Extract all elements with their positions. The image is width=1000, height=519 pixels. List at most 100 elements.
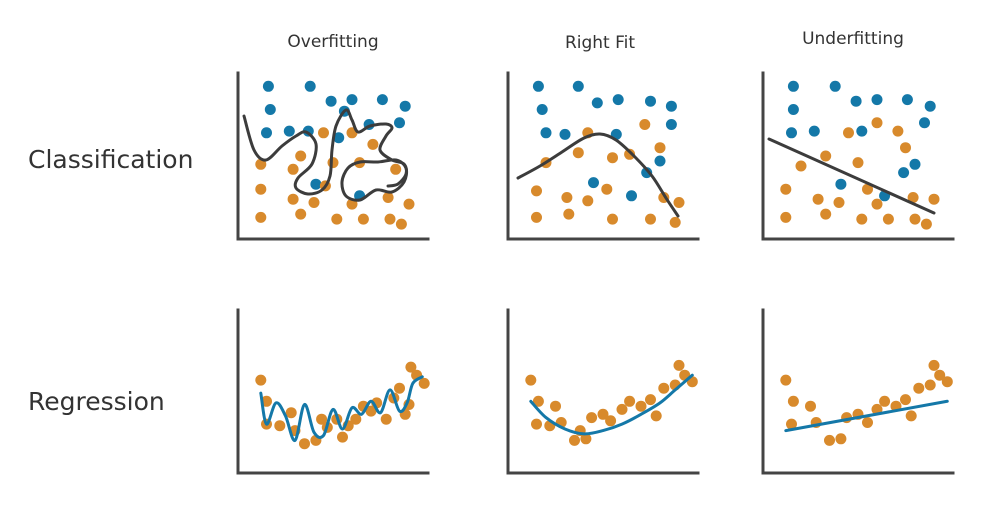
axes-classification-underfitting (761, 71, 955, 241)
orange-point (892, 125, 904, 137)
orange-point (607, 152, 618, 164)
orange-point (308, 197, 320, 208)
data-point (805, 400, 816, 412)
orange-point (871, 198, 883, 210)
axes-regression-right-fit (506, 308, 700, 475)
blue-point (325, 95, 337, 107)
blue-point (261, 127, 272, 139)
data-point (350, 413, 362, 425)
column-title-underfitting: Underfitting (802, 29, 904, 49)
row-title-regression: Regression (28, 387, 165, 416)
data-point (913, 382, 925, 394)
row-title-classification: Classification (28, 145, 193, 174)
blue-point (310, 178, 322, 190)
decision-boundary (516, 132, 680, 218)
blue-point (540, 127, 552, 139)
blue-point (856, 125, 868, 137)
data-point (928, 359, 940, 371)
orange-point (669, 216, 681, 228)
data-point (380, 413, 392, 425)
data-point (337, 431, 348, 443)
blue-point (262, 80, 274, 92)
orange-point (780, 211, 792, 223)
orange-point (780, 183, 792, 195)
blue-point (898, 167, 910, 179)
orange-point (287, 163, 299, 175)
orange-point (295, 208, 307, 220)
data-point (645, 394, 656, 406)
blue-point (835, 178, 847, 190)
column-title-overfitting: Overfitting (287, 32, 378, 52)
orange-point (582, 195, 594, 207)
decision-boundary (340, 158, 409, 202)
panel-regression-underfitting (761, 308, 955, 475)
orange-point (382, 192, 394, 203)
orange-point (882, 213, 894, 225)
axes-classification-right-fit (506, 71, 700, 241)
orange-point (843, 127, 854, 139)
blue-point (346, 94, 358, 106)
data-point (531, 418, 542, 430)
blue-point (808, 125, 820, 137)
orange-point (255, 183, 267, 195)
orange-point (795, 160, 807, 172)
data-point (650, 410, 662, 422)
orange-point (856, 213, 868, 225)
data-point (316, 413, 328, 425)
blue-point (665, 100, 677, 112)
blue-point (304, 80, 316, 92)
regression-fit-line (784, 399, 949, 433)
blue-point (787, 80, 799, 92)
data-point (394, 382, 405, 394)
orange-point (871, 117, 883, 129)
blue-point (829, 80, 841, 92)
orange-point (331, 213, 343, 225)
data-point (658, 382, 670, 394)
data-point (624, 395, 636, 407)
data-point (780, 374, 792, 386)
panels-group (236, 71, 955, 475)
orange-point (255, 158, 267, 170)
orange-point (907, 192, 919, 203)
orange-point (255, 211, 267, 223)
data-point (900, 394, 911, 406)
data-point (569, 434, 580, 446)
orange-point (561, 192, 573, 203)
orange-point (563, 208, 575, 220)
data-point (365, 405, 377, 417)
data-point (532, 395, 544, 407)
blue-point (919, 117, 930, 129)
blue-point (641, 167, 653, 179)
blue-point (901, 94, 913, 106)
data-point (905, 410, 917, 422)
data-point (580, 433, 592, 445)
data-point (673, 359, 685, 371)
orange-point (639, 119, 651, 130)
orange-point (820, 150, 832, 162)
blue-point (850, 95, 862, 107)
orange-point (572, 147, 584, 159)
blue-point (536, 104, 548, 115)
orange-point (645, 213, 656, 225)
data-point (635, 400, 647, 412)
column-title-right-fit: Right Fit (565, 33, 635, 53)
orange-point (390, 163, 402, 175)
orange-point (673, 197, 685, 208)
data-point (824, 434, 835, 446)
blue-point (264, 104, 276, 115)
regression-fit-line (529, 373, 694, 436)
data-point (550, 400, 561, 412)
panel-regression-overfitting (236, 308, 430, 475)
blue-point (532, 80, 544, 92)
data-point (862, 417, 873, 428)
orange-point (833, 197, 845, 208)
data-point (616, 403, 628, 415)
data-point (274, 420, 286, 432)
blue-point (645, 95, 656, 107)
axes-regression-underfitting (761, 308, 955, 475)
orange-point (920, 218, 932, 230)
data-point (418, 377, 430, 389)
orange-point (607, 213, 618, 225)
blue-point (787, 104, 799, 115)
axes-regression-overfitting (236, 308, 430, 475)
